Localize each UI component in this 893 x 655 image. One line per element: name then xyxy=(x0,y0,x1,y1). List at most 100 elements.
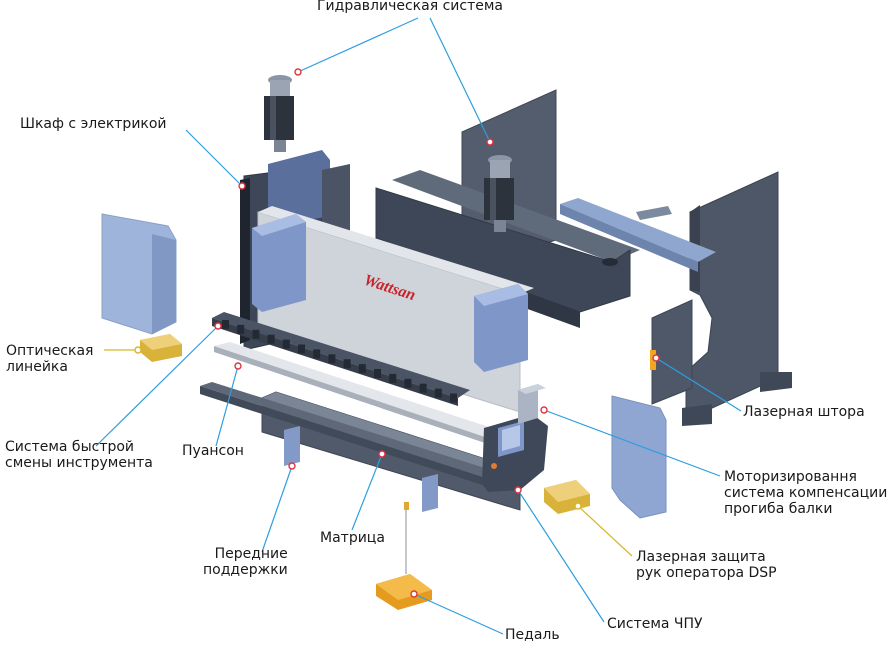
clamp-block xyxy=(282,339,290,349)
clamp-block xyxy=(404,378,412,388)
clamp-block xyxy=(450,393,457,403)
leader-pedal xyxy=(413,593,504,635)
right-frame-foot xyxy=(760,372,792,392)
clamp-block xyxy=(389,373,397,383)
label-quick-tool-change-line-1: Система быстрой xyxy=(5,439,135,455)
leader-quick-change xyxy=(95,325,219,447)
right-side-frame xyxy=(685,171,779,421)
leader-hydraulic-left-marker xyxy=(294,68,302,76)
back-gauge-rail xyxy=(560,198,716,262)
cnc-panel-screen-glare xyxy=(502,425,520,451)
laser-curtain-panel xyxy=(651,299,693,405)
label-front-supports-line-2: поддержки xyxy=(203,562,288,578)
leader-cabinet xyxy=(185,129,243,187)
leader-punch-marker xyxy=(234,362,242,370)
optical-ruler-device xyxy=(140,334,182,362)
crowning-motor-box xyxy=(518,384,538,424)
leader-front-supports-marker xyxy=(288,462,296,470)
leader-cabinet-marker xyxy=(238,182,246,190)
clamp-block xyxy=(237,324,245,334)
beam-hole xyxy=(602,258,618,266)
leader-laser-protection-marker xyxy=(574,502,582,510)
ram-plate-top xyxy=(258,206,534,294)
clamp-block xyxy=(298,344,305,354)
clamp-block xyxy=(343,359,351,369)
leader-punch xyxy=(215,365,239,447)
clamp-block xyxy=(252,329,260,339)
ram-right-housing xyxy=(474,284,528,372)
front-support-left xyxy=(284,426,300,466)
leader-optical-ruler-marker xyxy=(134,346,142,354)
clamp-block xyxy=(419,383,427,393)
leader-laser-curtain xyxy=(655,357,742,412)
leader-laser-curtain-marker xyxy=(652,354,660,362)
left-frame-dark-strip xyxy=(240,178,250,344)
die-rail xyxy=(200,382,510,482)
label-quick-tool-change-line-2: смены инструмента xyxy=(5,455,153,471)
label-electrical-cabinet: Шкаф с электрикой xyxy=(20,116,167,132)
front-support-right xyxy=(422,474,438,512)
ram-left-housing xyxy=(252,214,306,312)
label-cnc-system: Система ЧПУ xyxy=(607,616,703,632)
hydraulic-cylinder-right xyxy=(484,155,514,232)
label-optical-ruler-line-2: линейка xyxy=(6,359,68,375)
small-bracket xyxy=(636,206,672,220)
foot-pedal xyxy=(376,502,432,610)
ram-right-housing-top xyxy=(474,284,528,306)
die-rail-face xyxy=(200,386,498,490)
electrical-cabinet-door-side xyxy=(152,234,176,334)
quick-change-clamp-strip xyxy=(212,312,470,398)
clamp-block xyxy=(222,320,229,329)
clamp-block xyxy=(374,369,381,378)
label-optical-ruler-line-1: Оптическая xyxy=(6,343,94,359)
clamp-block xyxy=(313,349,321,359)
label-punch: Пуансон xyxy=(182,443,244,459)
cnc-panel-button xyxy=(491,463,497,469)
leader-die-marker xyxy=(378,450,386,458)
leader-hydraulic-left xyxy=(297,17,419,73)
label-laser-protection-line-2: рук оператора DSP xyxy=(636,565,777,581)
leader-hydraulic-right-marker xyxy=(486,138,494,146)
crowning-motor-box-top xyxy=(518,384,546,394)
label-die: Матрица xyxy=(320,530,385,546)
label-crowning-line-2: система компенсации xyxy=(724,485,888,501)
leader-die xyxy=(351,453,383,531)
label-front-supports: Передние поддержки xyxy=(203,546,288,578)
clamp-blocks xyxy=(222,320,457,403)
label-hydraulic-system: Гидравлическая система xyxy=(317,0,503,14)
clamp-block xyxy=(434,388,442,398)
label-laser-curtain: Лазерная штора xyxy=(743,404,865,420)
clamp-block xyxy=(328,354,336,364)
label-laser-hand-protection: Лазерная защита рук оператора DSP xyxy=(636,549,777,581)
label-optical-ruler: Оптическая линейка xyxy=(6,343,93,375)
leader-cnc-marker xyxy=(514,486,522,494)
ram-left-housing-top xyxy=(252,214,306,236)
right-frame-foot-2 xyxy=(682,404,712,426)
leader-cnc xyxy=(517,489,605,623)
punch-tool xyxy=(214,342,510,440)
hydraulic-cylinder-left xyxy=(264,75,294,152)
leader-hydraulic-right xyxy=(429,17,491,143)
label-quick-tool-change: Система быстрой смены инструмента xyxy=(5,439,153,471)
label-front-supports-line-1: Передние xyxy=(214,546,288,562)
leader-crowning-marker xyxy=(540,406,548,414)
leader-front-supports xyxy=(261,465,293,553)
leader-pedal-marker xyxy=(410,590,418,598)
upper-beam-top xyxy=(392,170,640,262)
leader-crowning xyxy=(543,409,721,477)
clamp-block xyxy=(358,364,366,374)
left-frame-blue-block xyxy=(268,150,330,226)
label-crowning-line-1: Моторизировання xyxy=(724,469,857,485)
label-pedal: Педаль xyxy=(505,627,560,643)
back-gauge-rail-side xyxy=(560,204,698,272)
label-crowning-system: Моторизировання система компенсации прог… xyxy=(724,469,887,517)
punch-tool-edge xyxy=(214,346,494,446)
leader-laser-protection xyxy=(577,505,633,557)
label-crowning-line-3: прогиба балки xyxy=(724,501,833,517)
label-laser-protection-line-1: Лазерная защита xyxy=(636,549,766,565)
dsp-laser-device xyxy=(544,480,590,514)
right-safety-guard xyxy=(611,395,667,519)
lower-beam-top xyxy=(262,392,520,476)
